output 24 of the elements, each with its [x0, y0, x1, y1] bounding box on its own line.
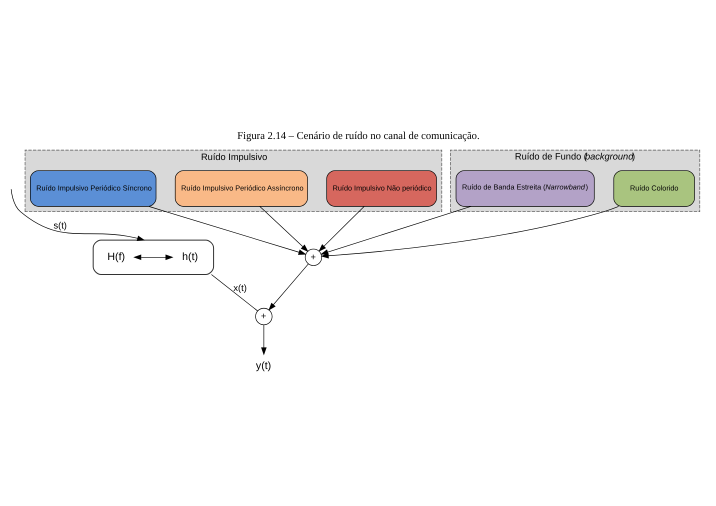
arrow	[148, 206, 306, 255]
node-box: Ruído Impulsivo Periódico Síncrono	[30, 170, 156, 207]
cluster	[92, 240, 214, 275]
arrow	[320, 206, 472, 255]
edge-label: s(t)	[54, 220, 67, 230]
arrow	[10, 188, 146, 241]
node-box: Ruído Colorido	[613, 170, 695, 207]
node-box: Ruído Impulsivo Periódico Assíncrono	[174, 170, 308, 207]
arrow	[261, 324, 267, 356]
edge-label: x(t)	[233, 283, 247, 294]
arrow	[318, 206, 365, 252]
node-text: y(t)	[256, 360, 272, 372]
arrow	[320, 206, 619, 258]
connector	[211, 274, 258, 312]
node-text: h(t)	[182, 250, 198, 263]
diagram-title: Figura 2.14 – Cenário de ruído no canal de comunicação.	[237, 130, 480, 142]
arrow	[259, 206, 308, 252]
node-circle: +	[304, 248, 322, 266]
node-box: Ruído Impulsivo Não periódico	[326, 170, 437, 207]
node-circle: +	[255, 308, 272, 326]
node-text: H(f)	[107, 250, 126, 263]
arrow	[268, 264, 309, 311]
arrow	[133, 254, 174, 260]
node-box: Ruído de Banda Estreita (Narrowband)	[456, 170, 595, 207]
